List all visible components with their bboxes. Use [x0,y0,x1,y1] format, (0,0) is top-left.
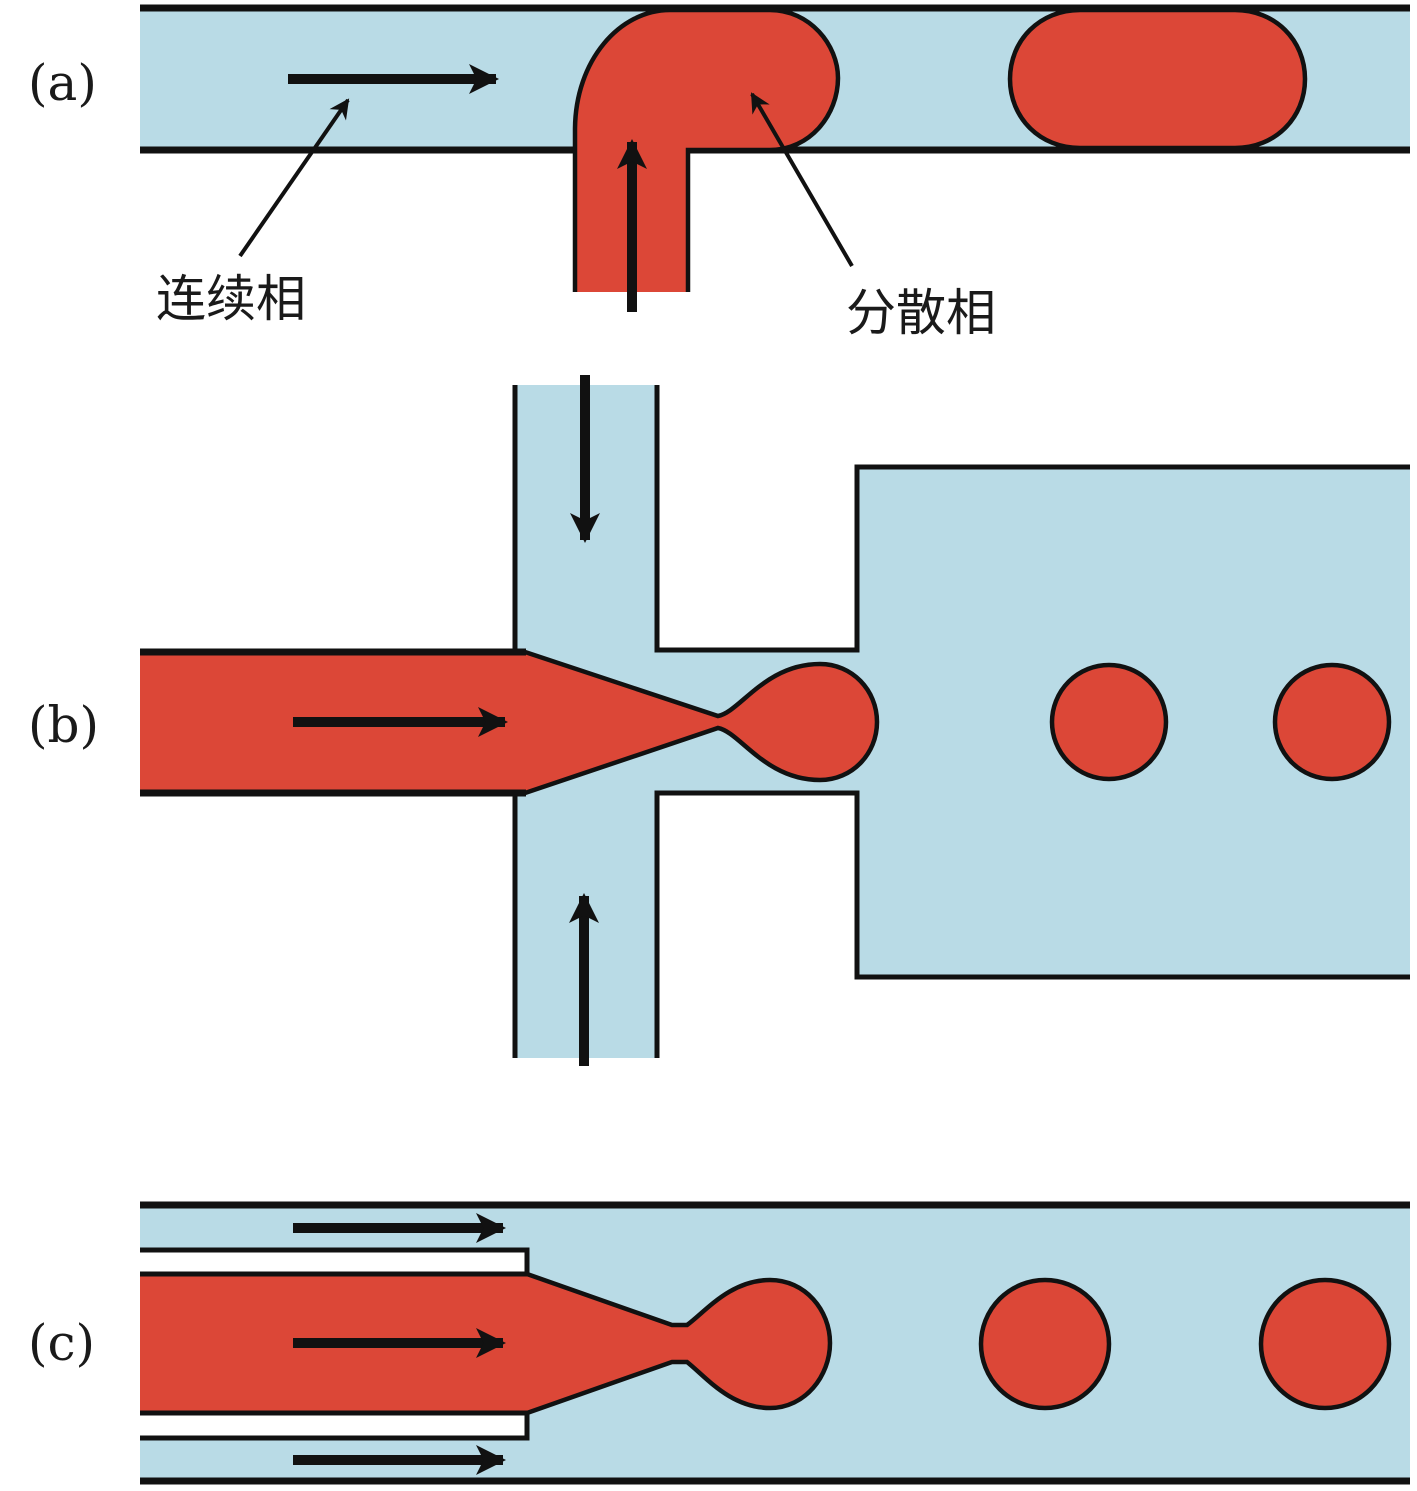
droplet [978,1277,1112,1411]
panel-label-c: (c) [28,1314,95,1372]
panel-b: (b) [28,375,1410,1066]
dispersed-thread-outline [526,1271,833,1416]
droplet [1272,662,1392,782]
dispersed-phase-label: 分散相 [846,284,996,342]
dispersed-phase-pointer-arrow-icon [750,92,854,268]
panel-c: (c) [28,1201,1410,1485]
panel-label-b: (b) [28,696,99,754]
droplet [1258,1277,1392,1411]
dispersed-thread-outline [524,649,880,796]
continuous-phase-label: 连续相 [156,270,306,328]
lower-right-wall [654,790,1410,1058]
continuous-phase-pointer-arrow-icon [238,98,350,258]
capillary-top-outline [140,1247,530,1277]
capillary-wall-top [140,1250,527,1272]
capillary-wall-bottom [140,1415,527,1438]
dispersed-phase-thread [140,652,877,793]
dispersed-phase-forming-plug [575,10,838,292]
droplet [1049,662,1169,782]
upper-right-wall [654,385,1410,653]
plug-droplet [1007,7,1308,151]
panel-a: (a) 连续相 分散相 [28,4,1410,342]
forming-plug-outline [572,7,841,292]
panel-label-a: (a) [28,54,97,112]
capillary-bottom-outline [140,1410,530,1441]
